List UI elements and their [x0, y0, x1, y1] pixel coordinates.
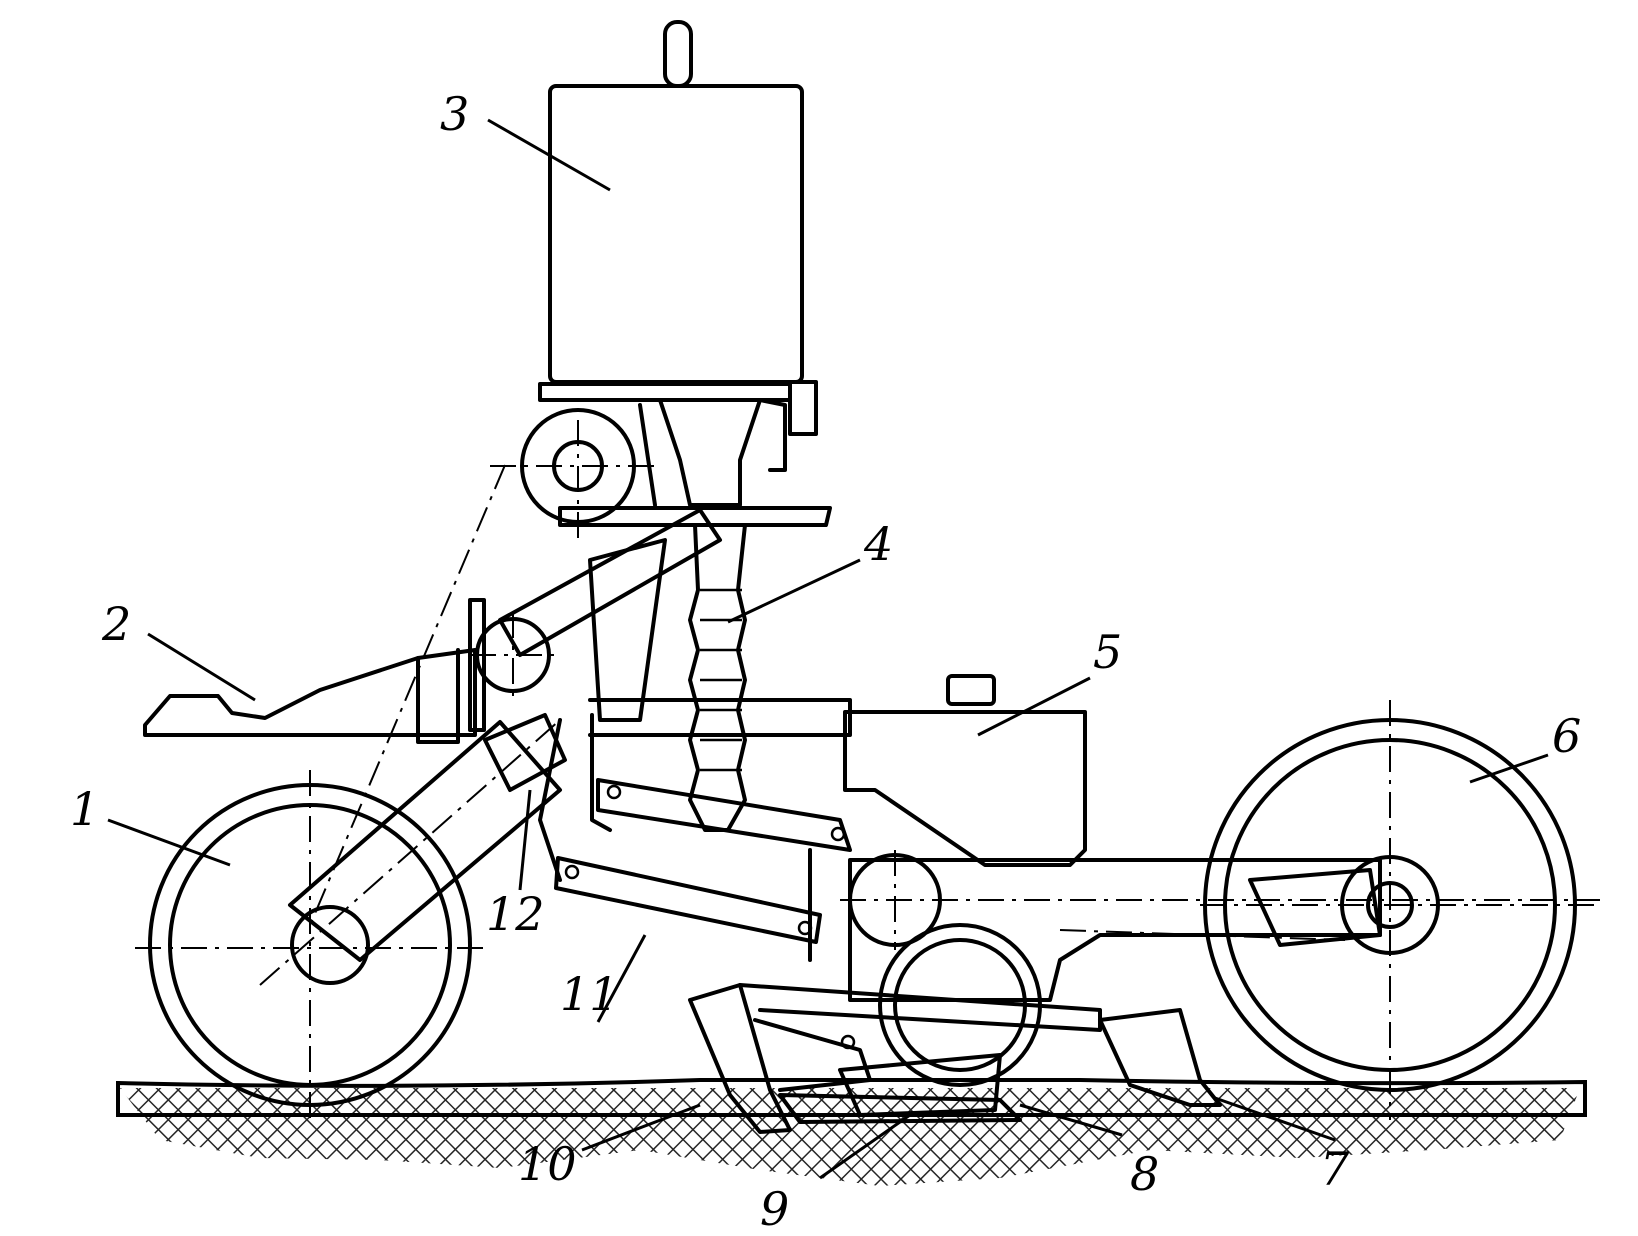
covering-blade — [1098, 1008, 1222, 1107]
part-labels: 3 2 4 5 6 1 12 11 10 9 8 7 — [70, 87, 1581, 1236]
leader-lines — [107, 118, 1549, 1180]
upper-sprocket — [490, 408, 832, 540]
press-wheel — [1200, 700, 1600, 1120]
label-8: 8 — [1130, 1147, 1159, 1201]
drive-chain — [307, 464, 506, 931]
label-9: 9 — [760, 1182, 789, 1236]
label-7: 7 — [1320, 1142, 1350, 1196]
middle-sprocket — [470, 508, 722, 722]
fertilizer-box — [843, 674, 1087, 867]
label-1: 1 — [70, 782, 99, 836]
label-2: 2 — [101, 597, 131, 651]
parallel-linkage — [538, 713, 852, 962]
label-6: 6 — [1552, 709, 1581, 763]
seed-tube — [688, 523, 747, 832]
front-frame — [143, 598, 852, 744]
seed-hopper — [538, 20, 818, 507]
label-3: 3 — [440, 87, 469, 141]
front-wheel — [135, 770, 490, 1125]
rear-frame — [840, 850, 1600, 1002]
front-arm — [259, 713, 567, 986]
label-12: 12 — [486, 887, 545, 941]
label-11: 11 — [560, 967, 619, 1021]
label-5: 5 — [1093, 625, 1122, 679]
label-10: 10 — [518, 1137, 577, 1191]
label-4: 4 — [863, 517, 893, 571]
